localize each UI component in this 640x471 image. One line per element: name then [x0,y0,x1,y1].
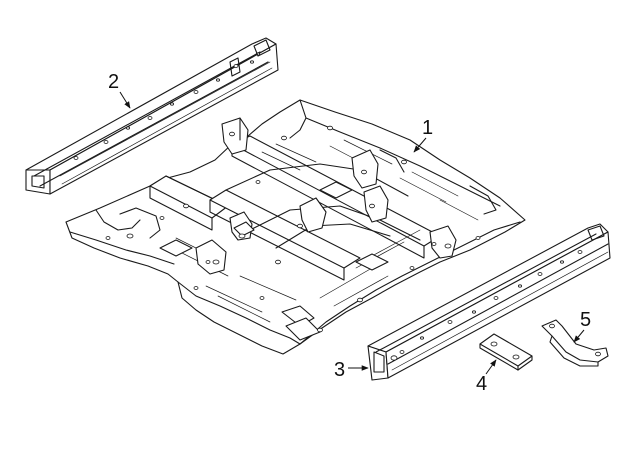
sill-3-side-face [385,231,611,379]
callout-2-label: 2 [108,71,119,93]
callout-3-label: 3 [334,359,345,381]
side-sill-part-3 [367,223,611,381]
reinforcement-part-4 [479,333,533,371]
callout-3: 3 [334,359,369,381]
callout-1-label: 1 [422,117,433,139]
callout-2: 2 [108,71,131,109]
callout-4-label: 4 [476,373,487,395]
side-sill-part-2 [25,37,279,195]
bracket-part-5 [541,319,609,367]
mounting-holes [105,125,481,333]
callout-1: 1 [413,117,433,153]
callout-5: 5 [573,309,591,343]
callout-5-label: 5 [580,309,591,331]
floor-pan-part-1 [65,99,526,355]
callout-4: 4 [476,359,497,395]
